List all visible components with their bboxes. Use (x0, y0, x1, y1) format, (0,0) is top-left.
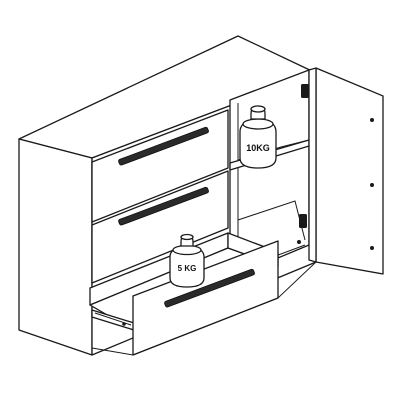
door-knob-dot-bottom (370, 246, 374, 250)
rail-screw (122, 322, 126, 326)
hinge-top (301, 84, 309, 98)
drawer-top-handle[interactable] (118, 126, 209, 166)
door-edge (308, 67, 317, 263)
hinge-bottom (299, 214, 307, 228)
cabinet-left-side (18, 138, 93, 356)
weight-large-label: 10KG (246, 143, 270, 153)
weight-large: 10KG (239, 105, 277, 169)
drawer-bottom-handle[interactable] (164, 268, 255, 308)
weight-small: 5 KG (169, 233, 205, 288)
drawer-middle (91, 170, 229, 284)
weight-small-label: 5 KG (178, 264, 197, 273)
door-knob-dot-top (370, 118, 374, 122)
floor-peg (297, 240, 301, 244)
drawer-middle-handle[interactable] (118, 186, 209, 226)
cabinet-plinth (91, 261, 317, 356)
door-knob-dot-middle (370, 183, 374, 187)
cabinet-door[interactable] (315, 67, 384, 275)
